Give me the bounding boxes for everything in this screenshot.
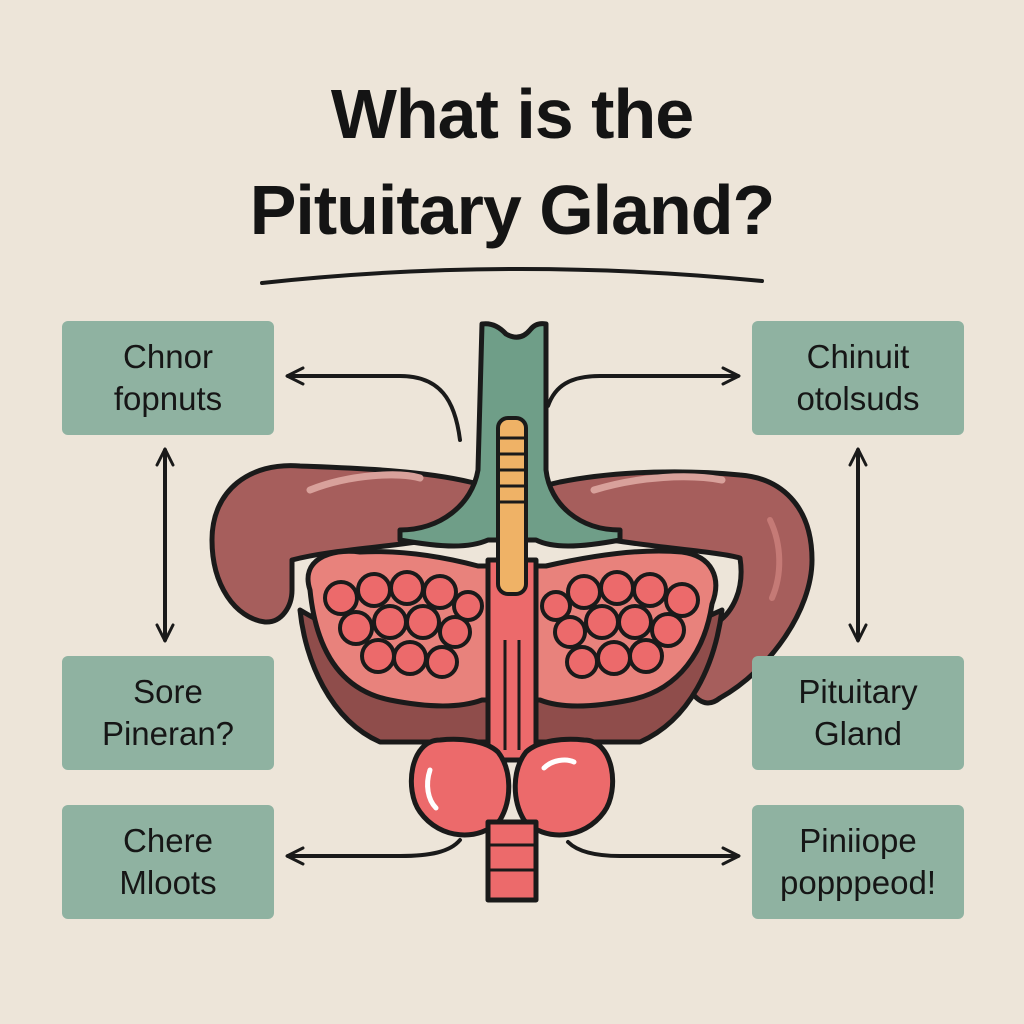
arrow-bottom-left (285, 838, 462, 866)
title-line-1: What is the (330, 75, 694, 153)
label-top-left-line1: Chnor (123, 338, 213, 375)
label-middle-left-line1: Sore (133, 673, 203, 710)
bulb-highlight-right (541, 757, 577, 771)
label-bottom-right-line1: Piniiope (799, 822, 917, 859)
orange-spine (496, 416, 528, 596)
label-box-bottom-left: Chere Mloots (62, 805, 274, 919)
title-line-2: Pituitary Gland? (249, 171, 776, 249)
left-cell-cluster (323, 570, 484, 679)
label-top-left-line2: fopnuts (113, 380, 223, 417)
label-top-right-line2: otolsuds (796, 380, 920, 417)
page-title: What is the Pituitary Gland? (0, 66, 1024, 258)
lobe-highlight-right (590, 473, 726, 494)
lobe-highlight-far-right (767, 517, 783, 601)
outer-lobe (209, 463, 815, 706)
label-bottom-left-line2: Mloots (119, 864, 217, 901)
label-box-middle-right: Pituitary Gland (752, 656, 964, 770)
connector-arrows (155, 366, 868, 866)
label-top-right-line1: Chinuit (806, 338, 910, 375)
label-bottom-left-line1: Chere (123, 822, 213, 859)
lower-bulbs (408, 736, 616, 838)
arrow-top-left (285, 366, 462, 442)
arrow-bottom-right (566, 840, 741, 866)
label-box-bottom-right: Piniiope popppeod! (752, 805, 964, 919)
label-middle-left-line2: Pineran? (101, 715, 235, 752)
label-box-top-left: Chnor fopnuts (62, 321, 274, 435)
lobe-highlight-left (306, 471, 424, 494)
title-underline (260, 266, 764, 285)
label-box-top-right: Chinuit otolsuds (752, 321, 964, 435)
right-cell-cluster (540, 570, 700, 679)
label-middle-right-line2: Gland (813, 715, 903, 752)
label-bottom-right-line2: popppeod! (780, 864, 936, 901)
shaft-groove (503, 640, 521, 750)
bottom-stem (485, 819, 539, 903)
label-middle-right-line1: Pituitary (798, 673, 918, 710)
label-box-middle-left: Sore Pineran? (62, 656, 274, 770)
arrow-top-right (546, 366, 741, 408)
bulb-highlight-left (425, 767, 439, 811)
